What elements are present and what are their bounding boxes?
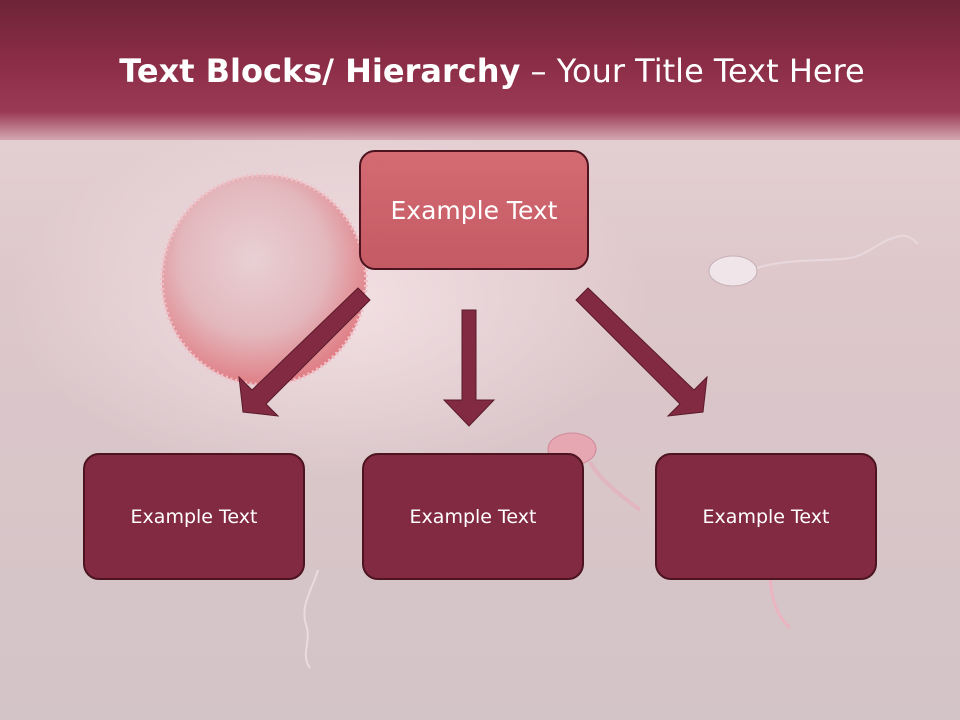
slide-title: Text Blocks/ Hierarchy – Your Title Text… bbox=[0, 52, 960, 90]
title-regular-part: Your Title Text Here bbox=[556, 52, 865, 90]
sperm-tail-4 bbox=[768, 577, 792, 630]
sperm-tail-2 bbox=[588, 460, 642, 512]
child-box-left[interactable]: Example Text bbox=[83, 453, 305, 580]
title-bar bbox=[0, 0, 960, 140]
sperm-head-1 bbox=[708, 255, 758, 287]
arrow-left bbox=[238, 287, 371, 417]
child-box-label: Example Text bbox=[702, 505, 830, 528]
title-bold-part: Text Blocks/ Hierarchy bbox=[119, 52, 521, 90]
top-level-label: Example Text bbox=[390, 195, 558, 225]
arrow-center bbox=[442, 309, 496, 427]
top-level-box[interactable]: Example Text bbox=[359, 150, 589, 270]
title-separator: – bbox=[520, 52, 557, 90]
child-box-right[interactable]: Example Text bbox=[655, 453, 877, 580]
child-box-label: Example Text bbox=[409, 505, 537, 528]
child-box-label: Example Text bbox=[130, 505, 258, 528]
child-box-center[interactable]: Example Text bbox=[362, 453, 584, 580]
sperm-tail-3 bbox=[303, 569, 319, 669]
sperm-tail-1 bbox=[756, 234, 919, 269]
arrow-right bbox=[575, 287, 708, 417]
